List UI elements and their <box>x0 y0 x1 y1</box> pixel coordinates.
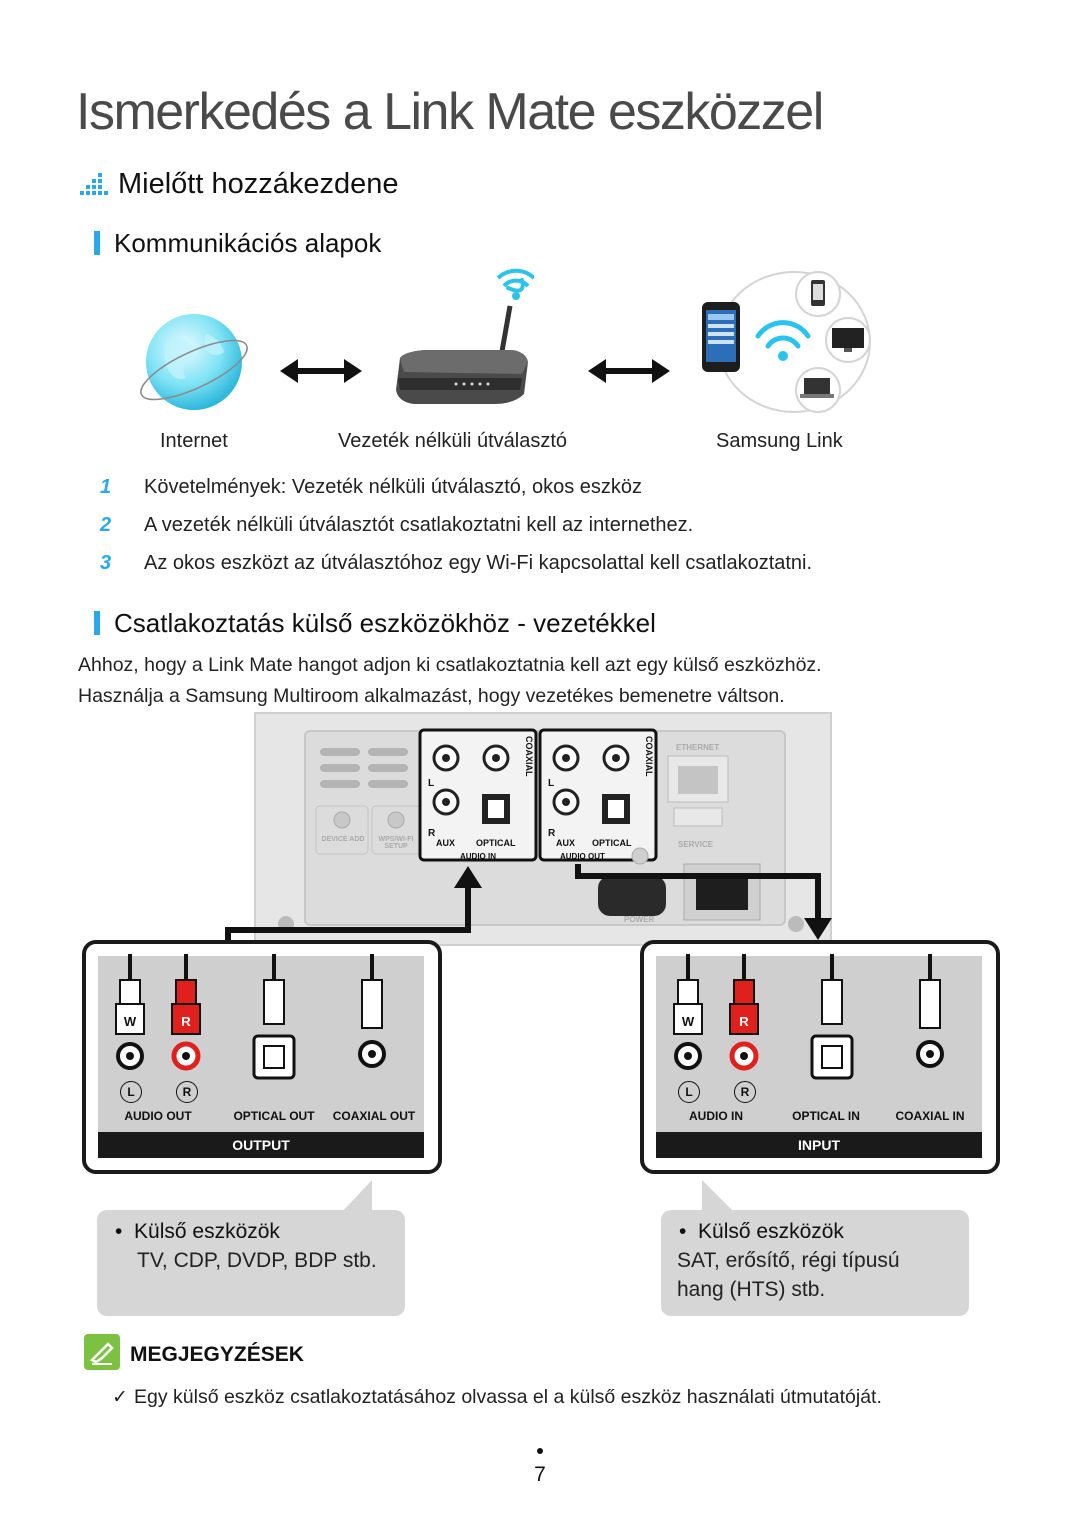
list-text: A vezeték nélküli útválasztót csatlakozt… <box>144 514 694 536</box>
optical-label: OPTICAL <box>476 838 516 848</box>
list-text: Követelmények: Vezeték nélküli útválaszt… <box>144 476 643 498</box>
right-channel-label: R <box>548 828 556 839</box>
device-ports-drawing <box>278 728 804 932</box>
white-plug-label: W <box>123 1014 137 1029</box>
bubble-text: SAT, erősítő, régi típusú <box>677 1249 900 1272</box>
audio-out-label: AUDIO OUT <box>124 1109 192 1123</box>
input-plugs-drawing <box>673 954 944 1080</box>
bubble-title-text: Külső eszközök <box>134 1220 280 1243</box>
router-icon <box>396 268 534 404</box>
list-number: 2 <box>100 514 112 536</box>
wired-heading: Csatlakoztatás külső eszközökhöz - vezet… <box>94 608 656 639</box>
coaxial-label: COAXIAL <box>644 736 654 777</box>
red-plug-label: R <box>739 1014 749 1029</box>
coaxial-out-label: COAXIAL OUT <box>332 1109 416 1123</box>
coaxial-label: COAXIAL <box>524 736 534 777</box>
ethernet-label: ETHERNET <box>676 743 720 752</box>
optical-in-label: OPTICAL IN <box>792 1109 860 1123</box>
internet-label: Internet <box>160 430 228 452</box>
bubble-title-text: Külső eszközök <box>698 1220 844 1243</box>
comm-heading: Kommunikációs alapok <box>94 228 381 259</box>
service-label: SERVICE <box>678 840 713 849</box>
heading-bar <box>94 611 100 635</box>
section-heading-label: Mielőtt hozzákezdene <box>118 168 399 200</box>
optical-label: OPTICAL <box>592 838 632 848</box>
requirements-list: 1 Követelmények: Vezeték nélküli útválasz… <box>100 476 1000 590</box>
left-circle-label: L <box>120 1081 142 1103</box>
smartphone-icon <box>702 302 740 372</box>
input-bar: INPUT <box>656 1132 982 1158</box>
notes-title: MEGJEGYZÉSEK <box>130 1343 304 1366</box>
heading-bar <box>94 231 100 255</box>
red-plug-label: R <box>181 1014 191 1029</box>
bubble-title: • Külső eszközök <box>115 1220 280 1243</box>
wired-paragraph: Ahhoz, hogy a Link Mate hangot adjon ki … <box>78 650 1008 712</box>
connection-arrows <box>225 864 832 940</box>
router-label: Vezeték nélküli útválasztó <box>338 430 568 452</box>
aa-section-icon <box>80 173 108 196</box>
list-number: 3 <box>100 552 112 574</box>
page-title: Ismerkedés a Link Mate eszközzel <box>76 83 824 141</box>
aux-label: AUX <box>436 838 456 848</box>
left-channel-label: L <box>548 778 555 789</box>
bubble-title: • Külső eszközök <box>679 1220 844 1243</box>
left-channel-label: L <box>428 778 435 789</box>
coaxial-in-label: COAXIAL IN <box>895 1109 965 1123</box>
paragraph-line: Használja a Samsung Multiroom alkalmazás… <box>78 685 785 707</box>
checkmark-icon: ✓ <box>112 1387 128 1408</box>
external-devices-output-bubble: • Külső eszközök TV, CDP, DVDP, BDP stb. <box>97 1210 405 1316</box>
wps-setup-label: WPS/WI-FI SETUP <box>378 836 414 850</box>
output-plugs-drawing <box>115 954 386 1080</box>
optical-out-label: OPTICAL OUT <box>233 1109 315 1123</box>
wired-heading-label: Csatlakoztatás külső eszközökhöz - vezet… <box>114 608 656 638</box>
aux-label: AUX <box>556 838 576 848</box>
bubble-text: hang (HTS) stb. <box>677 1278 826 1301</box>
white-plug-label: W <box>681 1014 695 1029</box>
note-icon <box>84 1334 120 1370</box>
double-arrow-icon <box>588 359 670 383</box>
audio-out-label: AUDIO OUT <box>560 852 605 861</box>
right-channel-label: R <box>428 828 436 839</box>
list-item: 1 Követelmények: Vezeték nélküli útválasz… <box>100 476 1000 514</box>
samsung-link-icon <box>702 271 871 413</box>
list-item: 3 Az okos eszközt az útválasztóhoz egy Wi… <box>100 552 1000 590</box>
comm-heading-label: Kommunikációs alapok <box>114 228 382 258</box>
double-arrow-icon <box>280 359 362 383</box>
list-item: 2 A vezeték nélküli útválasztót csatlakoz… <box>100 514 1000 552</box>
wifi-icon <box>496 268 534 300</box>
list-text: Az okos eszközt az útválasztóhoz egy Wi-… <box>144 552 813 574</box>
wifi-icon <box>755 320 811 349</box>
output-bar: OUTPUT <box>98 1132 424 1158</box>
right-circle-label: R <box>176 1081 198 1103</box>
right-circle-label: R <box>734 1081 756 1103</box>
bubble-pointer <box>702 1180 736 1214</box>
globe-icon <box>140 314 248 410</box>
bubble-text: TV, CDP, DVDP, BDP stb. <box>137 1249 377 1272</box>
list-number: 1 <box>100 476 112 498</box>
bubble-pointer <box>340 1180 372 1214</box>
external-devices-input-bubble: • Külső eszközök SAT, erősítő, régi típu… <box>661 1210 969 1316</box>
page-number: 7 <box>534 1463 546 1486</box>
samsung-link-label: Samsung Link <box>716 430 843 452</box>
page-dot-icon <box>537 1448 543 1454</box>
left-circle-label: L <box>678 1081 700 1103</box>
power-label: POWER <box>624 915 655 924</box>
audio-in-label: AUDIO IN <box>460 852 496 861</box>
device-add-label: DEVICE ADD <box>321 836 365 843</box>
paragraph-line: Ahhoz, hogy a Link Mate hangot adjon ki … <box>78 654 822 676</box>
section-heading: Mielőtt hozzákezdene <box>80 168 399 201</box>
audio-in-label: AUDIO IN <box>689 1109 743 1123</box>
note-text: Egy külső eszköz csatlakoztatásához olva… <box>134 1386 882 1408</box>
